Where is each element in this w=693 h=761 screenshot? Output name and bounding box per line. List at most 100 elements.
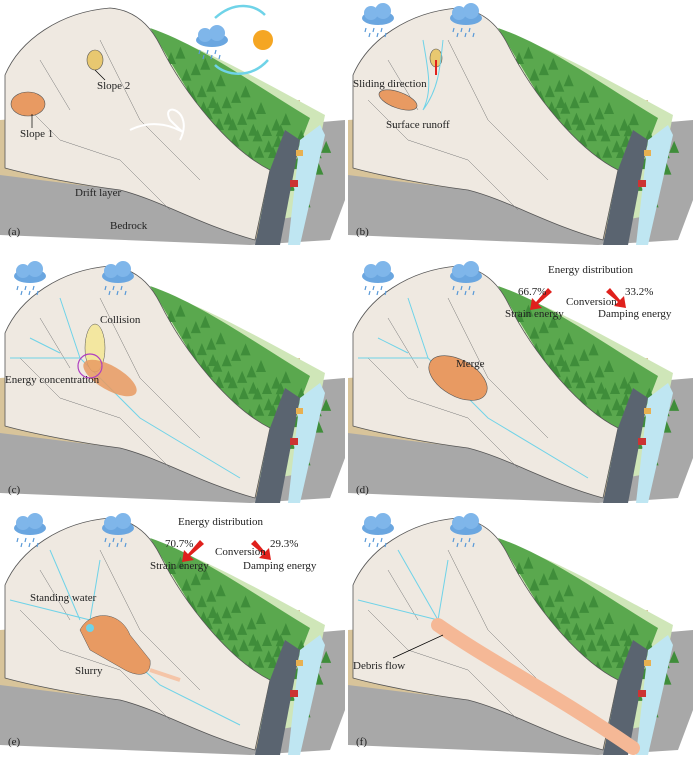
river	[288, 383, 325, 503]
tree-icon	[571, 370, 582, 383]
tree-icon	[600, 129, 611, 142]
tree-icon	[223, 622, 234, 635]
tree-icon	[596, 633, 607, 646]
tree-icon	[556, 96, 566, 108]
tree-icon	[262, 634, 272, 646]
tree-icon	[263, 140, 274, 153]
tree-icon	[610, 634, 620, 646]
tree-icon	[596, 381, 607, 394]
tree-icon	[252, 129, 263, 142]
rain-cloud-icon	[450, 3, 482, 38]
tree-icon	[190, 63, 201, 76]
tree-icon	[669, 650, 680, 663]
tree-icon	[271, 628, 282, 641]
damping-percent: 29.3%	[270, 538, 299, 550]
tree-icon	[206, 79, 217, 92]
tree-icon	[563, 332, 574, 345]
tree-icon	[237, 112, 248, 125]
tree-icon	[585, 370, 596, 383]
label-bedrock: Bedrock	[110, 220, 148, 232]
tree-icon	[588, 343, 599, 356]
tree-icon	[268, 656, 278, 668]
tree-icon	[569, 606, 580, 619]
tree-icon	[575, 376, 586, 389]
wind-icon	[129, 108, 185, 141]
house-icon	[644, 150, 651, 156]
tree-icon	[569, 354, 580, 367]
panel-a: Slope 1 Slope 2 Drift layer Bedrock (a)	[0, 0, 345, 250]
tree-icon	[223, 370, 234, 383]
road	[603, 640, 648, 755]
tree-icon	[579, 90, 590, 103]
tree-icon	[571, 112, 582, 125]
tree-icon	[610, 124, 620, 136]
tree-icon	[544, 85, 555, 98]
rain-cloud-icon	[362, 513, 394, 548]
tree-icon	[275, 634, 286, 647]
tree-icon	[594, 107, 605, 120]
tree-icon	[616, 404, 626, 416]
strain-energy-label: Strain energy	[150, 560, 209, 572]
panel-e: Standing water Slurry Energy distributio…	[0, 510, 345, 760]
surface-runoff	[422, 39, 444, 111]
river	[636, 383, 673, 503]
sun-icon	[253, 30, 273, 50]
tree-icon	[588, 595, 599, 608]
rain-cloud-icon	[14, 513, 46, 548]
tree-icon	[602, 655, 613, 668]
tree-icon	[262, 124, 272, 136]
strain-arrow	[182, 540, 204, 562]
damping-arrow	[606, 288, 626, 308]
damping-arrow	[251, 540, 271, 560]
tree-icon	[548, 315, 559, 328]
label-energy-concentration: Energy concentration	[5, 374, 100, 386]
house-icon	[644, 408, 651, 414]
tree-icon	[254, 145, 265, 158]
tree-icon	[227, 118, 238, 131]
slope-surface	[4, 7, 271, 241]
tree-icon	[175, 46, 186, 59]
tree-icon	[321, 398, 332, 411]
tree-icon	[579, 348, 590, 361]
tree-icon	[280, 371, 291, 384]
panel-tag: (e)	[8, 736, 21, 748]
tree-icon	[200, 567, 211, 580]
tree-icon	[231, 600, 242, 613]
tree-icon	[248, 633, 259, 646]
collision-circle	[77, 353, 103, 379]
tree-icon	[208, 606, 218, 618]
tree-icon	[263, 650, 274, 663]
tree-icon	[569, 96, 580, 109]
damping-energy-label: Damping energy	[243, 560, 317, 572]
energy-distribution-title: Energy distribution	[178, 516, 264, 528]
rain-cloud-icon	[450, 513, 482, 548]
rain-cloud-icon	[196, 25, 228, 60]
tree-icon	[523, 46, 534, 59]
tree-icon	[206, 589, 217, 602]
tree-icon	[227, 376, 238, 389]
tree-icon	[575, 118, 586, 131]
tree-icon	[221, 96, 232, 109]
label-slope-2: Slope 2	[97, 80, 131, 92]
panel-tag: (b)	[356, 226, 369, 238]
merged-mass	[428, 355, 488, 401]
tree-icon	[548, 57, 559, 70]
tree-icon	[268, 404, 278, 416]
tree-icon	[586, 129, 597, 142]
slope-2	[86, 49, 104, 71]
tree-icon	[616, 656, 626, 668]
tree-icon	[221, 606, 232, 619]
river	[636, 125, 673, 245]
tree-icon	[623, 634, 634, 647]
tree-icon	[215, 332, 226, 345]
tree-icon	[669, 140, 680, 153]
strain-percent: 70.7%	[165, 538, 194, 550]
tree-icon	[175, 304, 186, 317]
house-icon	[638, 438, 646, 445]
tree-icon	[619, 628, 630, 641]
rain-cloud-icon	[362, 261, 394, 296]
house-icon	[296, 408, 303, 414]
panel-tag: (a)	[8, 226, 21, 238]
tree-icon	[231, 348, 242, 361]
